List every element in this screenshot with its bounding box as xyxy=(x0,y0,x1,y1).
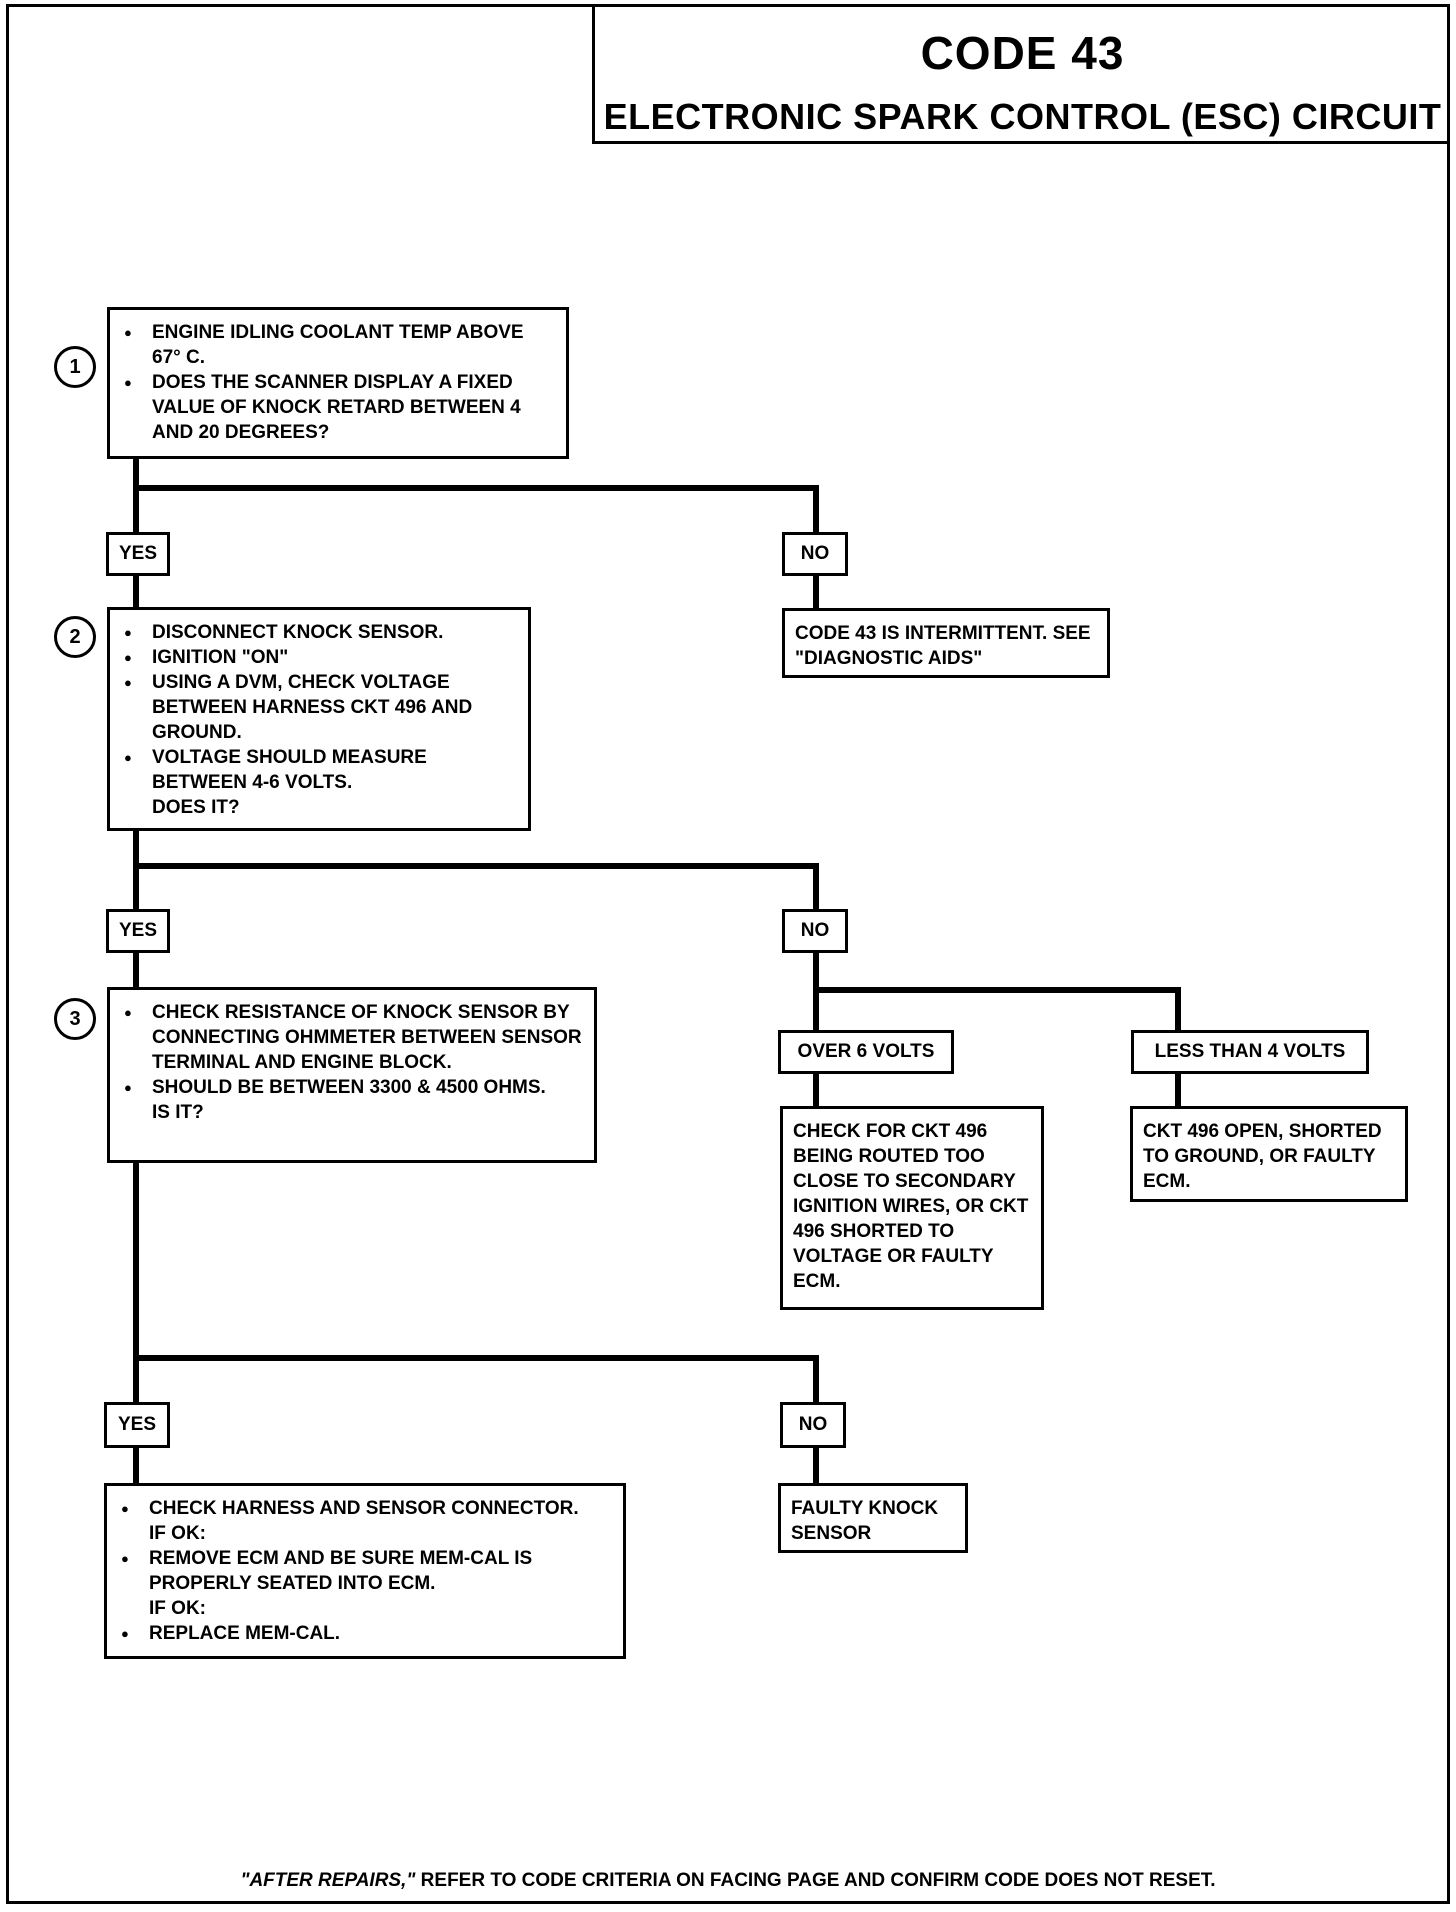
title-block: CODE 43 ELECTRONIC SPARK CONTROL (ESC) C… xyxy=(592,4,1450,144)
connector-3 xyxy=(133,1157,819,1408)
result-less-than-4-volts: CKT 496 OPEN, SHORTED TO GROUND, OR FAUL… xyxy=(1130,1106,1408,1202)
page-frame xyxy=(6,4,1450,1904)
footer-text: REFER TO CODE CRITERIA ON FACING PAGE AN… xyxy=(415,1870,1216,1891)
step-2-item-1: DISCONNECT KNOCK SENSOR. xyxy=(120,620,518,645)
step-3-marker: 3 xyxy=(54,998,96,1040)
code-title: CODE 43 xyxy=(920,27,1125,79)
final-item-3: REPLACE MEM-CAL. xyxy=(117,1621,613,1646)
result-faulty-knock-sensor: FAULTY KNOCK SENSOR xyxy=(778,1483,968,1553)
final-item-2-text: REMOVE ECM AND BE SURE MEM-CAL IS PROPER… xyxy=(149,1548,533,1594)
connector-2 xyxy=(133,825,819,915)
over-6-volts-label: OVER 6 VOLTS xyxy=(778,1030,954,1074)
step-3-item-2: SHOULD BE BETWEEN 3300 & 4500 OHMS. xyxy=(120,1075,584,1100)
final-item-2: REMOVE ECM AND BE SURE MEM-CAL IS PROPER… xyxy=(117,1546,613,1621)
step-2-box: DISCONNECT KNOCK SENSOR. IGNITION "ON" U… xyxy=(107,607,531,831)
final-if-ok-2: IF OK: xyxy=(149,1598,206,1619)
final-item-1-text: CHECK HARNESS AND SENSOR CONNECTOR. xyxy=(149,1498,579,1519)
result-final-checks: CHECK HARNESS AND SENSOR CONNECTOR. IF OK… xyxy=(104,1483,626,1659)
step-1-item-2: DOES THE SCANNER DISPLAY A FIXED VALUE O… xyxy=(120,370,556,445)
step-3-question: IS IT? xyxy=(152,1102,204,1123)
step-2-marker: 2 xyxy=(54,616,96,658)
circuit-title: ELECTRONIC SPARK CONTROL (ESC) CIRCUIT xyxy=(603,96,1442,137)
connector-1 xyxy=(133,453,819,538)
step-2-item-3: USING A DVM, CHECK VOLTAGE BETWEEN HARNE… xyxy=(120,670,518,745)
step-2-question: DOES IT? xyxy=(152,797,240,818)
step-1-item-1: ENGINE IDLING COOLANT TEMP ABOVE 67° C. xyxy=(120,320,556,370)
step-1-box: ENGINE IDLING COOLANT TEMP ABOVE 67° C. … xyxy=(107,307,569,459)
final-if-ok-1: IF OK: xyxy=(149,1523,206,1544)
step-3-box: CHECK RESISTANCE OF KNOCK SENSOR BY CONN… xyxy=(107,987,597,1163)
yes-label-3: YES xyxy=(104,1402,170,1448)
result-over-6-volts: CHECK FOR CKT 496 BEING ROUTED TOO CLOSE… xyxy=(780,1106,1044,1310)
step-2-item-2: IGNITION "ON" xyxy=(120,645,518,670)
step-2-item-4: VOLTAGE SHOULD MEASURE BETWEEN 4-6 VOLTS… xyxy=(120,745,518,795)
result-intermittent: CODE 43 IS INTERMITTENT. SEE "DIAGNOSTIC… xyxy=(782,608,1110,678)
final-item-1: CHECK HARNESS AND SENSOR CONNECTOR. IF OK… xyxy=(117,1496,613,1546)
yes-label-1: YES xyxy=(106,532,170,576)
footer-note: "AFTER REPAIRS," REFER TO CODE CRITERIA … xyxy=(0,1870,1456,1892)
no-label-1: NO xyxy=(782,532,848,576)
step-1-marker: 1 xyxy=(54,346,96,388)
no-label-3: NO xyxy=(780,1402,846,1448)
no-label-2: NO xyxy=(782,909,848,953)
step-3-item-1: CHECK RESISTANCE OF KNOCK SENSOR BY CONN… xyxy=(120,1000,584,1075)
less-than-4-volts-label: LESS THAN 4 VOLTS xyxy=(1131,1030,1369,1074)
footer-emphasis: "AFTER REPAIRS," xyxy=(240,1870,416,1891)
yes-label-2: YES xyxy=(106,909,170,953)
connector-2-no-split xyxy=(813,947,1181,1035)
